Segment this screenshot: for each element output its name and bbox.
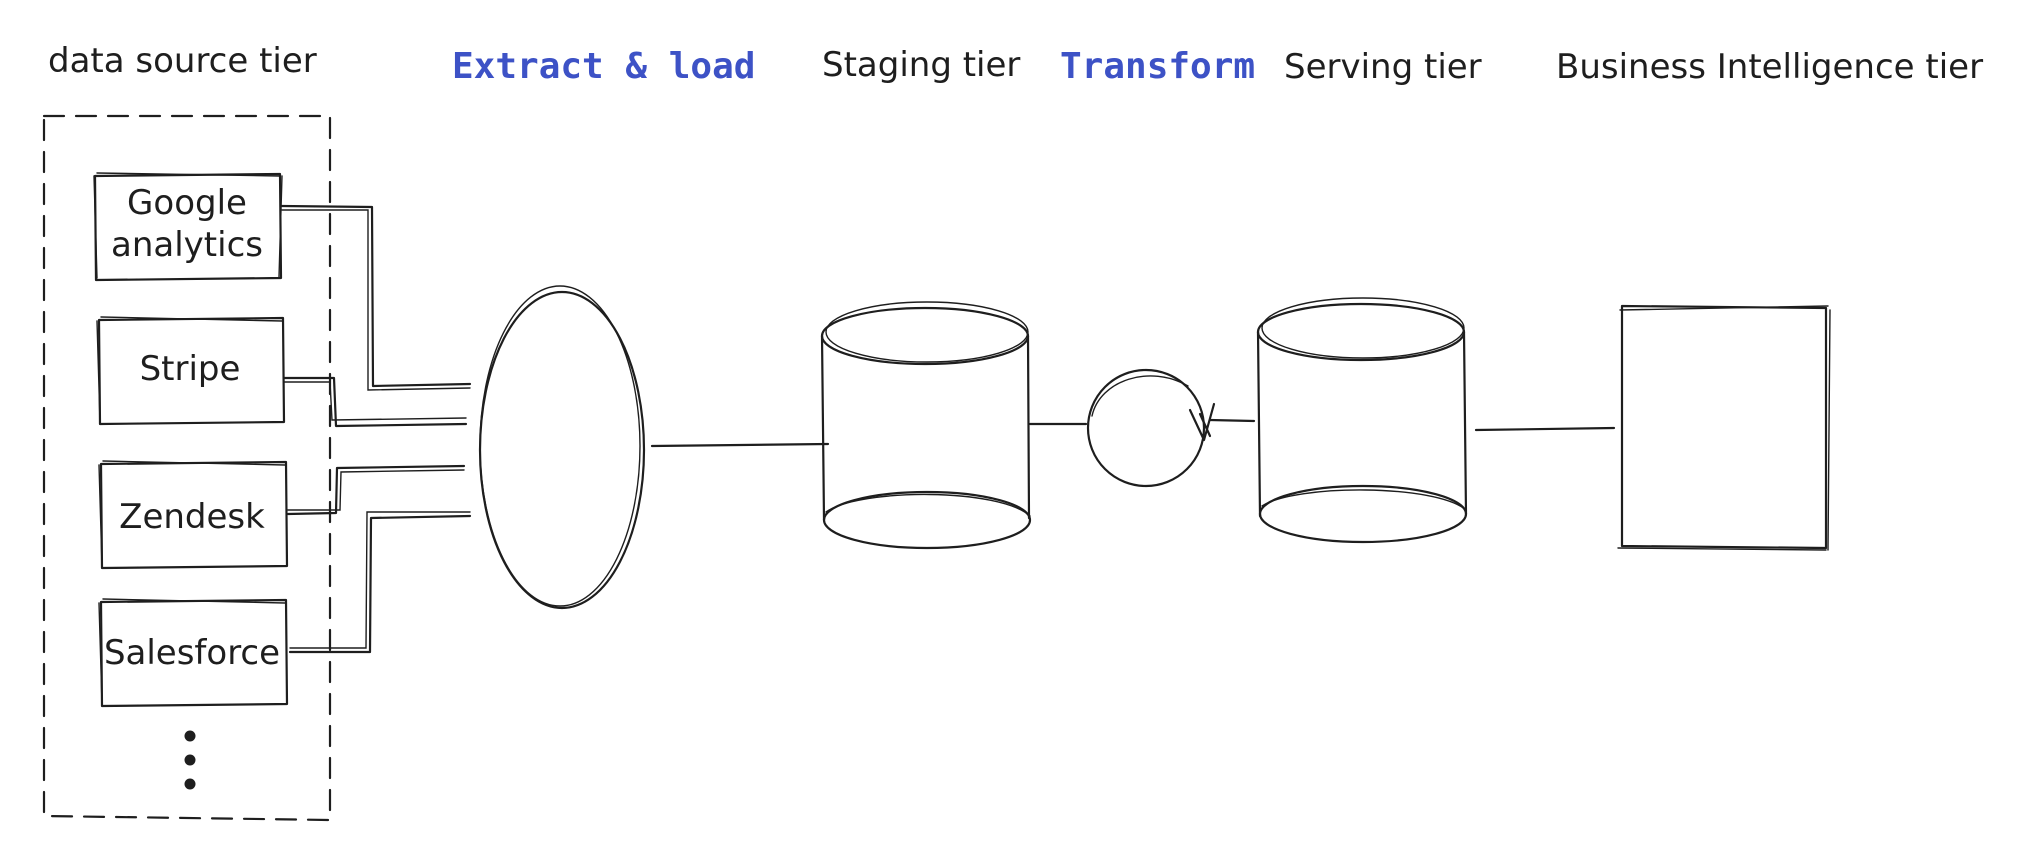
- heading-data-source-tier: data source tier: [48, 41, 317, 81]
- heading-bi-tier: Business Intelligence tier: [1556, 47, 1983, 87]
- heading-extract-load: Extract & load: [452, 46, 755, 87]
- transform-node-sketch: [1091, 375, 1189, 417]
- extract-load-node-sketch: [479, 285, 641, 607]
- transform-node: [1086, 368, 1206, 488]
- connector-serving-to-bi: [1474, 426, 1616, 432]
- source-label: Zendesk: [119, 497, 265, 537]
- cylinder-top: [1256, 302, 1466, 362]
- source-box-sketch: [96, 316, 283, 423]
- source-box-sketch: [98, 598, 286, 705]
- connector-zendesk-to-extract-sketch: [287, 469, 465, 511]
- data-source-container: [42, 114, 332, 822]
- connector-zendesk-to-extract: [286, 464, 466, 516]
- cylinder-top: [820, 306, 1030, 366]
- source-box-sketch: [93, 172, 283, 279]
- connector-google-to-extract: [280, 204, 472, 388]
- connector-salesforce-to-extract: [288, 514, 472, 654]
- serving-database: [1256, 297, 1468, 544]
- source-stripe: Stripe: [96, 316, 286, 426]
- connector-transform-to-serving: [1208, 418, 1256, 423]
- heading-transform: Transform: [1060, 46, 1255, 87]
- source-label: Stripe: [140, 349, 241, 389]
- connector-stripe-to-extract: [282, 376, 468, 428]
- bi-dashboard-box-sketch: [1617, 305, 1831, 551]
- source-salesforce: Salesforce: [98, 598, 289, 708]
- staging-database: [820, 301, 1032, 550]
- source-label: Salesforce: [104, 633, 280, 673]
- cylinder-top-sketch: [825, 301, 1029, 363]
- source-zendesk: Zendesk: [98, 460, 289, 570]
- cylinder-top-sketch: [1261, 297, 1465, 359]
- source-label: analytics: [111, 225, 263, 265]
- connector-salesforce-to-extract-sketch: [289, 511, 471, 649]
- heading-serving-tier: Serving tier: [1284, 47, 1482, 87]
- source-box-sketch: [98, 460, 286, 567]
- cylinder-bottom-sketch: [1261, 489, 1467, 511]
- connector-stripe-to-extract-sketch: [283, 381, 467, 421]
- connector-extract-to-staging: [650, 442, 830, 448]
- bi-dashboard-box: [1620, 304, 1828, 550]
- more-sources-dots: [184, 730, 196, 790]
- cylinder-side: [1256, 330, 1468, 518]
- cylinder-bottom-sketch: [825, 493, 1031, 517]
- transform-arrowhead: [1188, 402, 1216, 442]
- source-label: Google: [127, 183, 247, 223]
- heading-staging-tier: Staging tier: [822, 45, 1020, 85]
- source-google-analytics: Google analytics: [93, 172, 283, 282]
- cylinder-side: [820, 334, 1031, 522]
- connector-google-to-extract-sketch: [281, 209, 471, 391]
- cylinder-bottom: [822, 490, 1032, 550]
- cylinder-bottom: [1258, 484, 1468, 544]
